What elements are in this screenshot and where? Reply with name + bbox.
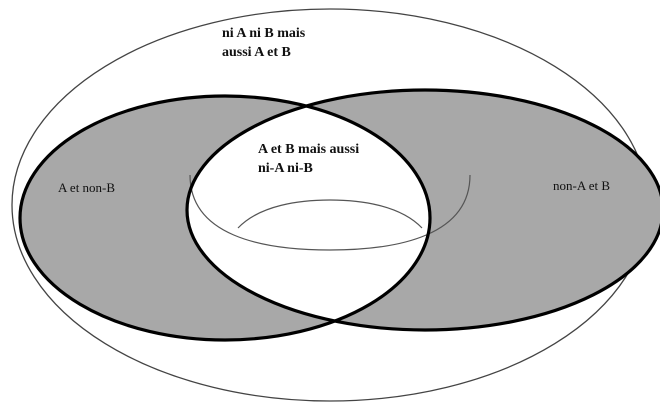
left-region-label: A et non-B (58, 180, 115, 195)
bowl-curve-outer (189, 174, 471, 251)
center-label-line2: ni-A ni-B (258, 161, 313, 176)
center-label-line1: A et B mais aussi (258, 142, 359, 157)
set-b-outline (185, 88, 660, 332)
bowl-curve-inner (237, 199, 423, 229)
right-region-label: non-A et B (553, 178, 610, 193)
top-label-line1: ni A ni B mais (222, 26, 306, 41)
intersection-region (187, 96, 430, 330)
set-a-outline (18, 94, 432, 342)
top-label-line2: aussi A et B (222, 45, 291, 60)
